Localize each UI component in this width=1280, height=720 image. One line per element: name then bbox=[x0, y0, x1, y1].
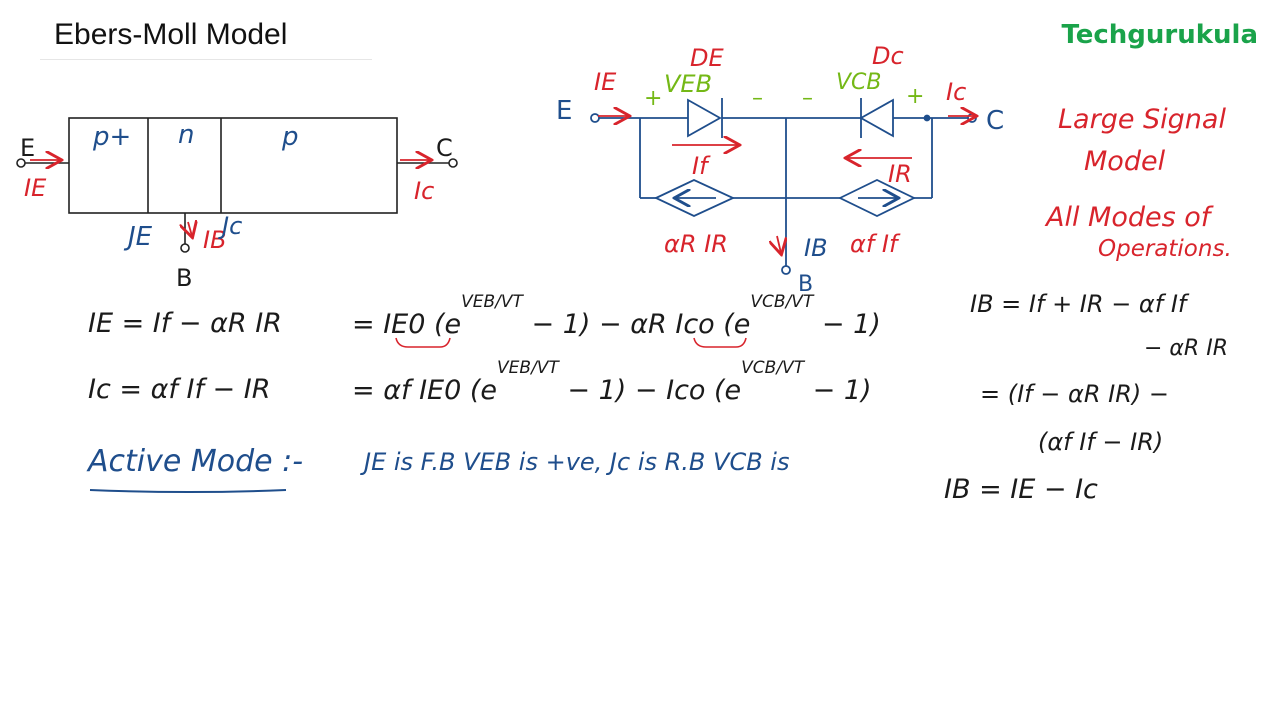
region-p-label: p bbox=[282, 122, 299, 152]
transistor-terminal-c: C bbox=[436, 134, 453, 162]
transistor-current-ie: IE bbox=[24, 174, 47, 202]
polarity-plus-left: + bbox=[644, 86, 663, 111]
circuit-terminal-b: B bbox=[798, 272, 814, 297]
equation-ic-exp2: VCB/VT bbox=[741, 358, 805, 378]
equation-ic-mid: = αf IE0 (e bbox=[352, 375, 498, 406]
equation-ic-exp1: VEB/VT bbox=[497, 358, 559, 378]
polarity-minus-left: – bbox=[752, 86, 763, 111]
circuit-current-ir: IR bbox=[888, 160, 912, 188]
equation-ie-exp1: VEB/VT bbox=[461, 292, 523, 312]
transistor-terminal-e: E bbox=[20, 134, 36, 162]
equation-underlines bbox=[395, 337, 747, 348]
junction-jc-label: Jc bbox=[222, 212, 243, 240]
equation-ib-line1: IB = If + IR − αf If bbox=[970, 290, 1187, 318]
equation-ic-term1: = αf IE0 (eVEB/VT − 1) − Ico (eVCB/VT − … bbox=[352, 358, 872, 406]
circuit-terminal-e: E bbox=[556, 96, 573, 126]
active-mode-description: JE is F.B VEB is +ve, Jc is R.B VCB is bbox=[364, 448, 790, 476]
polarity-minus-right: – bbox=[802, 86, 813, 111]
voltage-veb-label: VEB bbox=[664, 70, 713, 98]
circuit-current-ie: IE bbox=[594, 68, 617, 96]
equation-ie-mid: = IE0 (e bbox=[352, 309, 462, 340]
title-divider bbox=[40, 59, 372, 60]
note-all-modes: All Modes of bbox=[1046, 202, 1211, 233]
circuit-current-ib: IB bbox=[804, 234, 828, 262]
active-mode-underline bbox=[89, 489, 287, 493]
region-n-label: n bbox=[178, 120, 195, 150]
circuit-current-arrows bbox=[598, 116, 975, 253]
equation-ib-line5: IB = IE − Ic bbox=[944, 474, 1098, 505]
junction-je-label: JE bbox=[128, 222, 153, 252]
polarity-plus-right: + bbox=[906, 84, 925, 109]
source-left-label: αR IR bbox=[664, 230, 728, 258]
source-right-label: αf If bbox=[850, 230, 898, 258]
equation-ie-lhs: IE = If − αR IR bbox=[88, 308, 282, 339]
source-right-diamond bbox=[837, 178, 917, 218]
equation-ic-mid2: − 1) − Ico (e bbox=[567, 375, 742, 406]
circuit-wires bbox=[590, 113, 977, 275]
equation-ie-term1: = IE0 (eVEB/VT − 1) − αR Ico (eVCB/VT − … bbox=[352, 292, 881, 340]
diode-de-symbol bbox=[687, 98, 723, 138]
equation-ib-line3: = (If − αR IR) − bbox=[980, 380, 1169, 408]
circuit-current-ic: Ic bbox=[946, 78, 967, 106]
note-large-signal: Large Signal bbox=[1058, 104, 1226, 135]
diode-dc-symbol bbox=[859, 98, 894, 138]
transistor-current-ib: IB bbox=[203, 226, 227, 254]
note-model: Model bbox=[1084, 146, 1166, 177]
page-title: Ebers-Moll Model bbox=[54, 18, 288, 51]
circuit-current-if: If bbox=[692, 152, 708, 180]
equation-ie-mid2: − 1) − αR Ico (e bbox=[531, 309, 751, 340]
equation-ic-end: − 1) bbox=[812, 375, 872, 406]
voltage-vcb-label: VCB bbox=[836, 70, 882, 95]
equation-ie-end: − 1) bbox=[821, 309, 881, 340]
circuit-terminal-c: C bbox=[986, 106, 1005, 136]
transistor-current-arrows bbox=[30, 160, 430, 236]
equation-ie-exp2: VCB/VT bbox=[750, 292, 814, 312]
region-p-plus-label: p+ bbox=[93, 122, 132, 152]
diode-de-label: DE bbox=[690, 44, 724, 72]
equation-ic-lhs: Ic = αf If − IR bbox=[88, 374, 271, 405]
transistor-current-ic: Ic bbox=[414, 177, 435, 205]
transistor-terminal-b: B bbox=[176, 264, 193, 292]
equation-ib-line2: − αR IR bbox=[1144, 336, 1228, 361]
note-operations: Operations. bbox=[1098, 236, 1232, 262]
source-left-diamond bbox=[653, 179, 736, 217]
equation-ib-line4: (αf If − IR) bbox=[1038, 428, 1164, 456]
active-mode-heading: Active Mode :- bbox=[88, 444, 304, 479]
diode-dc-label: Dc bbox=[872, 42, 904, 70]
brand-logo-text: Techgurukula bbox=[1061, 20, 1258, 50]
